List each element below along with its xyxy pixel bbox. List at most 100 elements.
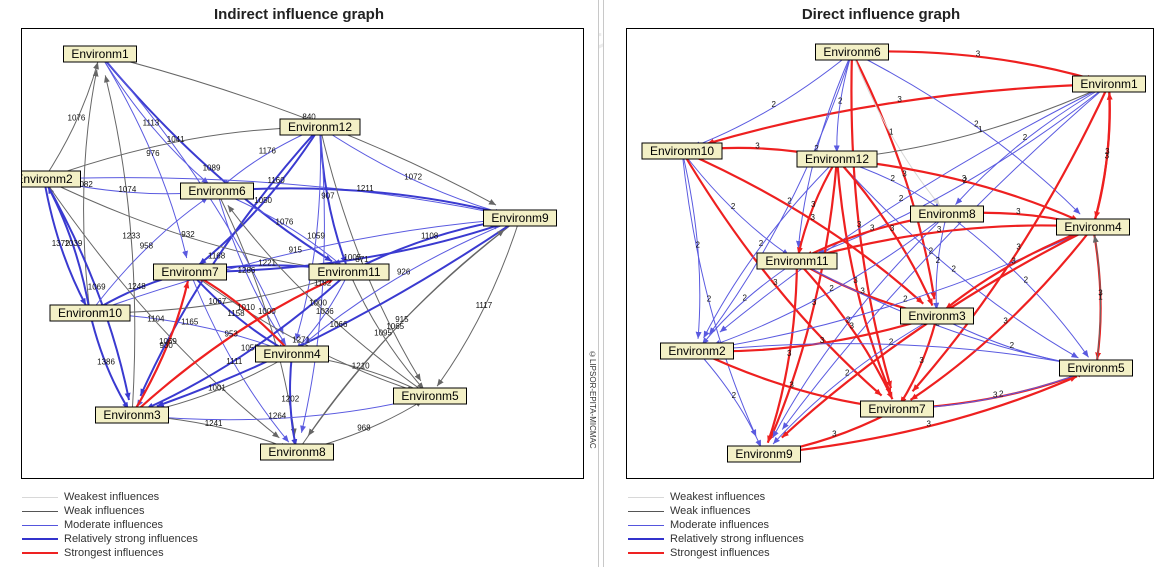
node-environm2[interactable]: Environm2	[22, 170, 81, 188]
indirect-graph-canvas[interactable]: 8401076976108910051113108210721160907121…	[21, 28, 584, 479]
node-label: Environm2	[22, 172, 73, 186]
edge-Environm2-Environm9	[43, 177, 492, 214]
edge-label: 3	[1105, 151, 1110, 160]
node-environm10[interactable]: Environm10	[49, 304, 131, 322]
legend-swatch	[22, 524, 58, 526]
edge-Environm1-Environm7	[911, 83, 1110, 393]
edge-label: 2	[846, 316, 851, 325]
edge-label: 1076	[276, 218, 294, 227]
edge-label: 1176	[259, 147, 277, 156]
legend-swatch	[628, 524, 664, 526]
legend-label: Moderate influences	[670, 519, 770, 531]
edge-Environm10-Environm3	[681, 149, 925, 305]
edge-label: 2	[903, 294, 908, 303]
node-environm1[interactable]: Environm1	[1072, 75, 1146, 93]
edge-Environm10-Environm9	[89, 218, 494, 314]
edge-label: 3	[926, 419, 931, 428]
node-environm5[interactable]: Environm5	[1059, 359, 1133, 377]
legend-swatch	[22, 510, 58, 512]
legend-item: Strongest influences	[628, 546, 804, 560]
edge-Environm10-Environm6	[89, 196, 209, 314]
edge-Environm11-Environm2	[701, 260, 798, 345]
edge-label: 1010	[237, 303, 255, 312]
node-environm6[interactable]: Environm6	[815, 43, 889, 61]
node-environm5[interactable]: Environm5	[393, 387, 467, 405]
node-environm11[interactable]: Environm11	[308, 263, 390, 281]
node-label: Environm2	[668, 344, 726, 358]
edge-Environm1-Environm12	[853, 83, 1110, 160]
node-label: Environm3	[103, 408, 161, 422]
node-environm1[interactable]: Environm1	[63, 45, 137, 63]
node-environm7[interactable]: Environm7	[153, 263, 227, 281]
edge-Environm11-Environm4	[295, 271, 350, 350]
node-environm8[interactable]: Environm8	[910, 205, 984, 223]
node-box	[860, 400, 934, 418]
node-environm7[interactable]: Environm7	[860, 400, 934, 418]
legend-swatch	[628, 538, 664, 540]
edge-label: 3	[787, 349, 792, 358]
legend-label: Weakest influences	[64, 491, 160, 503]
edge-label: 3	[810, 213, 815, 222]
edge-Environm6-Environm4	[216, 190, 287, 346]
node-environm9[interactable]: Environm9	[727, 445, 801, 463]
edge-label: 1	[1098, 292, 1103, 301]
edge-label: 3	[857, 220, 862, 229]
node-environm3[interactable]: Environm3	[900, 307, 974, 325]
node-environm10[interactable]: Environm10	[641, 142, 723, 160]
edge-Environm2-Environm5	[696, 343, 1073, 366]
edge-Environm3-Environm5	[131, 398, 413, 421]
legend-item: Relatively strong influences	[22, 532, 198, 546]
edge-label: 2	[787, 197, 792, 206]
edge-Environm2-Environm3	[43, 178, 131, 401]
edge-Environm3-Environm7	[131, 280, 190, 416]
node-box	[910, 205, 984, 223]
node-environm4[interactable]: Environm4	[1056, 218, 1130, 236]
node-box	[308, 263, 390, 281]
node-environm12[interactable]: Environm12	[796, 150, 878, 168]
edge-label: 1076	[68, 114, 86, 123]
edge-label: 3	[962, 174, 967, 183]
legend-item: Weak influences	[22, 504, 198, 518]
edge-Environm6-Environm2	[708, 51, 853, 335]
edge-label: 1211	[356, 184, 374, 193]
edge-label: 3	[820, 336, 825, 345]
node-environm3[interactable]: Environm3	[95, 406, 169, 424]
edge-label: 2	[890, 174, 895, 183]
edge-Environm10-Environm9	[681, 150, 757, 437]
edge-label: 930	[160, 341, 174, 350]
edge-layer	[681, 50, 1113, 456]
edge-Environm1-Environm8	[955, 83, 1110, 205]
edge-Environm7-Environm5	[189, 271, 415, 392]
node-environm12[interactable]: Environm12	[279, 118, 361, 136]
node-label: Environm3	[908, 309, 966, 323]
edge-label: 1372	[52, 239, 70, 248]
edge-label: 1065	[386, 322, 404, 331]
legend-item: Weakest influences	[628, 490, 804, 504]
edge-label: 2	[963, 176, 968, 185]
node-environm11[interactable]: Environm11	[756, 252, 838, 270]
node-box	[1056, 218, 1130, 236]
node-box	[49, 304, 131, 322]
edge-Environm3-Environm11	[131, 277, 336, 416]
node-environm4[interactable]: Environm4	[255, 345, 329, 363]
legend-item: Strongest influences	[22, 546, 198, 560]
indirect-graph-title: Indirect influence graph	[213, 6, 385, 23]
edge-label: 3	[755, 141, 760, 150]
edge-label: 3	[937, 225, 942, 234]
node-label: Environm10	[650, 144, 714, 158]
edge-Environm6-Environm8	[851, 51, 941, 206]
edge-Environm6-Environm4	[851, 51, 1081, 215]
edge-Environm11-Environm7	[796, 260, 894, 400]
node-environm9[interactable]: Environm9	[483, 209, 557, 227]
edge-label: 3	[853, 276, 858, 285]
node-environm6[interactable]: Environm6	[180, 182, 254, 200]
node-environm8[interactable]: Environm8	[260, 443, 334, 461]
edge-label: 2	[1023, 133, 1028, 142]
edge-label: 2	[742, 293, 747, 302]
node-label: Environm7	[161, 265, 219, 279]
node-box	[63, 45, 137, 63]
edge-label: 1202	[281, 395, 299, 404]
node-environm2[interactable]: Environm2	[660, 342, 734, 360]
